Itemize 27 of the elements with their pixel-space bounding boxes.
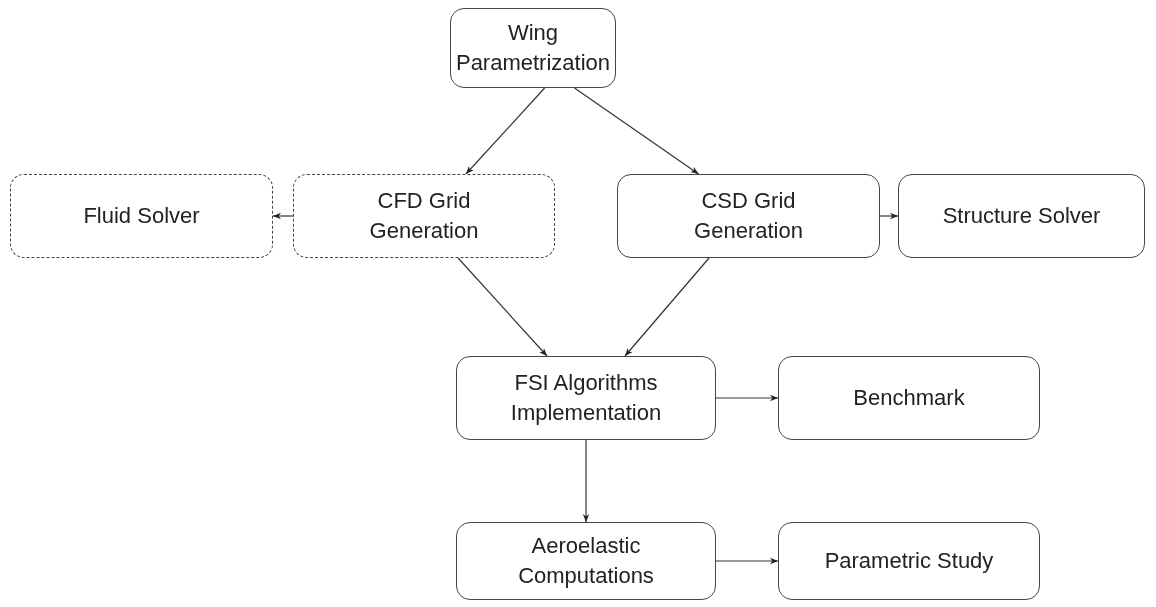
process-box bbox=[10, 174, 273, 258]
arrow bbox=[465, 87, 546, 175]
box-label: Parametric Study bbox=[824, 547, 994, 575]
process-box bbox=[456, 522, 716, 600]
box-label: Benchmark bbox=[853, 384, 965, 412]
box-label: CFD Grid Generation bbox=[368, 187, 480, 245]
process-box bbox=[778, 356, 1040, 440]
box-label: CSD Grid Generation bbox=[693, 187, 804, 245]
arrow bbox=[272, 212, 294, 220]
arrow bbox=[715, 557, 779, 565]
process-box bbox=[778, 522, 1040, 600]
process-box bbox=[456, 356, 716, 440]
process-box bbox=[450, 8, 616, 88]
box-label: FSI Algorithms Implementation bbox=[509, 369, 663, 427]
box-label: Fluid Solver bbox=[83, 202, 200, 230]
box-label: Structure Solver bbox=[942, 202, 1101, 230]
arrow bbox=[715, 394, 779, 402]
arrow bbox=[582, 439, 590, 523]
process-box bbox=[898, 174, 1145, 258]
box-label: Wing Parametrization bbox=[455, 19, 611, 77]
arrow bbox=[879, 212, 899, 220]
process-box bbox=[617, 174, 880, 258]
process-box bbox=[293, 174, 555, 258]
arrow bbox=[624, 257, 710, 357]
arrow bbox=[457, 257, 548, 357]
arrow bbox=[573, 87, 700, 175]
box-label: Aeroelastic Computations bbox=[517, 532, 655, 590]
